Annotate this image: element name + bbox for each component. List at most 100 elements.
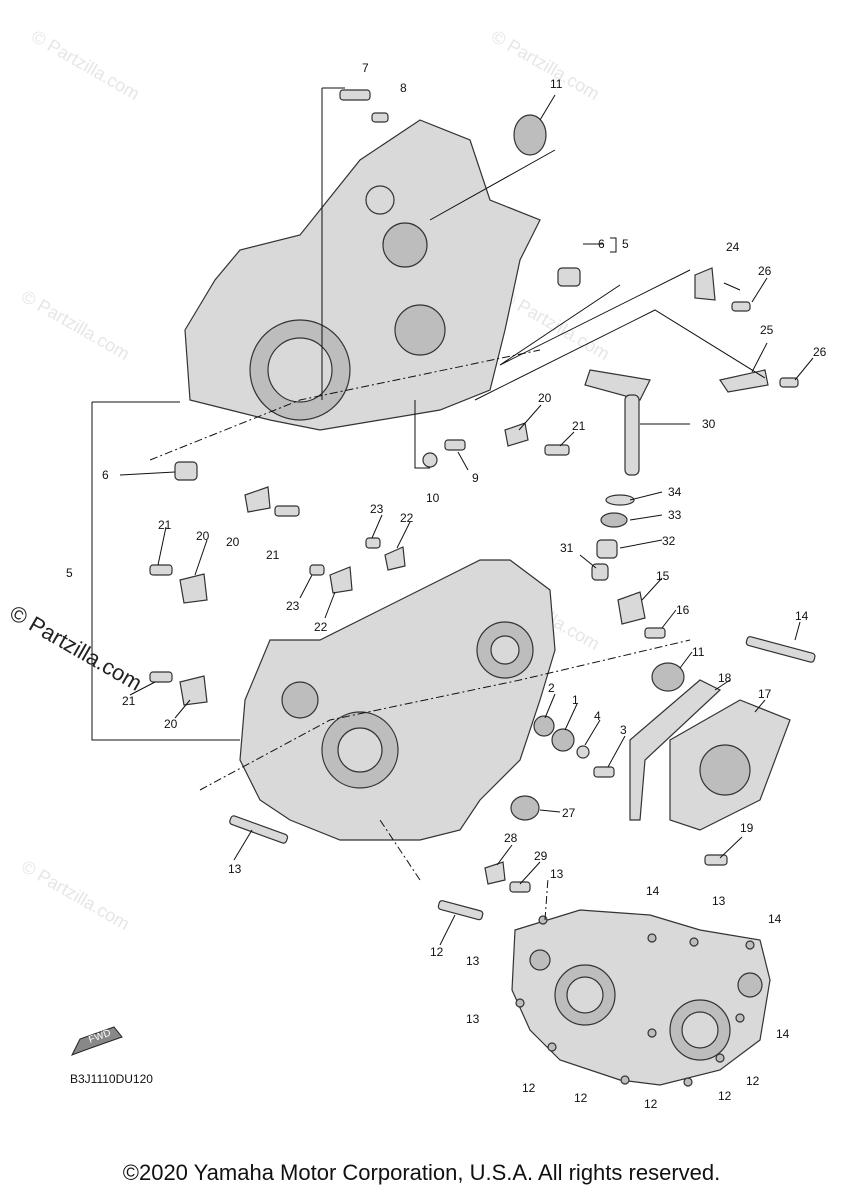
bolt-19 [704, 854, 728, 866]
callout-label: 25 [760, 323, 774, 337]
callout-label: 20 [226, 535, 240, 549]
callout-label: 21 [266, 548, 280, 562]
diagram-code: B3J1110DU120 [70, 1072, 153, 1086]
callout-label: 4 [594, 709, 601, 723]
plate-25 [719, 369, 769, 393]
callout-numbers: 7 8 11 6 5 24 26 25 26 30 20 21 9 10 6 2… [66, 61, 827, 1111]
right-crankcase [239, 559, 556, 841]
plate-22-a [384, 546, 406, 571]
callout-label: 19 [740, 821, 754, 835]
dowel-6-upper [557, 267, 581, 287]
washer-10 [422, 452, 438, 468]
callout-label: 22 [400, 511, 414, 525]
callout-label: 12 [430, 945, 444, 959]
seal-11-lower [651, 662, 685, 692]
callout-label: 12 [746, 1074, 760, 1088]
plate-22-b [329, 566, 353, 594]
bolt-23-a [365, 537, 381, 549]
callout-label: 12 [644, 1097, 658, 1111]
shaft-30 [624, 394, 640, 476]
callout-label: 16 [676, 603, 690, 617]
callout-label: 7 [362, 61, 369, 75]
bolt-12 [437, 900, 484, 921]
callout-label: 14 [795, 609, 809, 623]
callout-label: 13 [712, 894, 726, 908]
callout-label: 14 [776, 1027, 790, 1041]
callout-label: 5 [622, 237, 629, 251]
bolt-13-left [229, 815, 289, 844]
callout-label: 30 [702, 417, 716, 431]
plate-24 [694, 267, 716, 301]
plate-28 [484, 861, 506, 885]
callout-label: 27 [562, 806, 576, 820]
washer-33 [600, 512, 628, 528]
stopper-15 [617, 591, 646, 625]
gear-2 [533, 715, 555, 737]
bolt-29 [509, 881, 531, 893]
callout-label: 21 [122, 694, 136, 708]
callout-label: 29 [534, 849, 548, 863]
callout-label: 17 [758, 687, 772, 701]
ring-34 [605, 494, 635, 506]
bolt-26-a [731, 301, 751, 312]
callout-label: 24 [726, 240, 740, 254]
bolt-26-b [779, 377, 799, 388]
washer-4 [576, 745, 590, 759]
callout-label: 15 [656, 569, 670, 583]
callout-label: 18 [718, 671, 732, 685]
callout-label: 33 [668, 508, 682, 522]
plate-20-bottom [179, 675, 208, 706]
callout-label: 21 [158, 518, 172, 532]
bolt-14 [745, 636, 816, 663]
callout-label: 23 [370, 502, 384, 516]
callout-label: 32 [662, 534, 676, 548]
callout-label: 5 [66, 566, 73, 580]
callout-label: 11 [550, 77, 563, 91]
callout-label: 20 [538, 391, 552, 405]
callout-label: 12 [574, 1091, 588, 1105]
callout-label: 2 [548, 681, 555, 695]
callout-label: 14 [768, 912, 782, 926]
callout-label: 13 [466, 954, 480, 968]
bolt-23-b [309, 564, 325, 576]
collar-32 [596, 539, 618, 559]
bolt-3 [593, 766, 615, 778]
copyright-notice: ©2020 Yamaha Motor Corporation, U.S.A. A… [122, 1160, 721, 1185]
callout-label: 13 [228, 862, 242, 876]
bolt-9 [444, 439, 466, 451]
callout-label: 22 [314, 620, 328, 634]
gear-1 [551, 728, 575, 752]
seal-11-upper [513, 114, 547, 156]
watermark-faint: © Partzilla.com [18, 286, 133, 364]
callout-label: 28 [504, 831, 518, 845]
callout-label: 6 [102, 468, 109, 482]
small-parts [149, 89, 816, 921]
watermark-faint: © Partzilla.com [28, 26, 143, 104]
leader-lines [91, 87, 814, 946]
forward-arrow-icon: FWD [70, 1026, 123, 1056]
callout-label: 3 [620, 723, 627, 737]
callout-label: 20 [164, 717, 178, 731]
plate-20-left [179, 573, 208, 604]
callout-label: 26 [758, 264, 772, 278]
callout-label: 26 [813, 345, 827, 359]
watermark-faint: © Partzilla.com [488, 26, 603, 104]
callout-label: 12 [718, 1089, 732, 1103]
plate-20-upper [504, 422, 529, 447]
callout-label: 1 [572, 693, 579, 707]
watermark-faint: © Partzilla.com [498, 286, 613, 364]
bolt-21-upper [544, 444, 570, 456]
bolt-21-bottom [149, 671, 173, 683]
dowel-6-lower [174, 461, 198, 481]
left-crankcase [184, 119, 541, 431]
bolt-7 [339, 89, 371, 101]
bolt-21-mid [274, 505, 300, 517]
callout-label: 20 [196, 529, 210, 543]
callout-label: 8 [400, 81, 407, 95]
callout-label: 9 [472, 471, 479, 485]
bolt-location-inset [511, 909, 771, 1087]
callout-label: 13 [550, 867, 564, 881]
bolt-16 [644, 627, 666, 639]
callout-label: 11 [692, 645, 705, 659]
